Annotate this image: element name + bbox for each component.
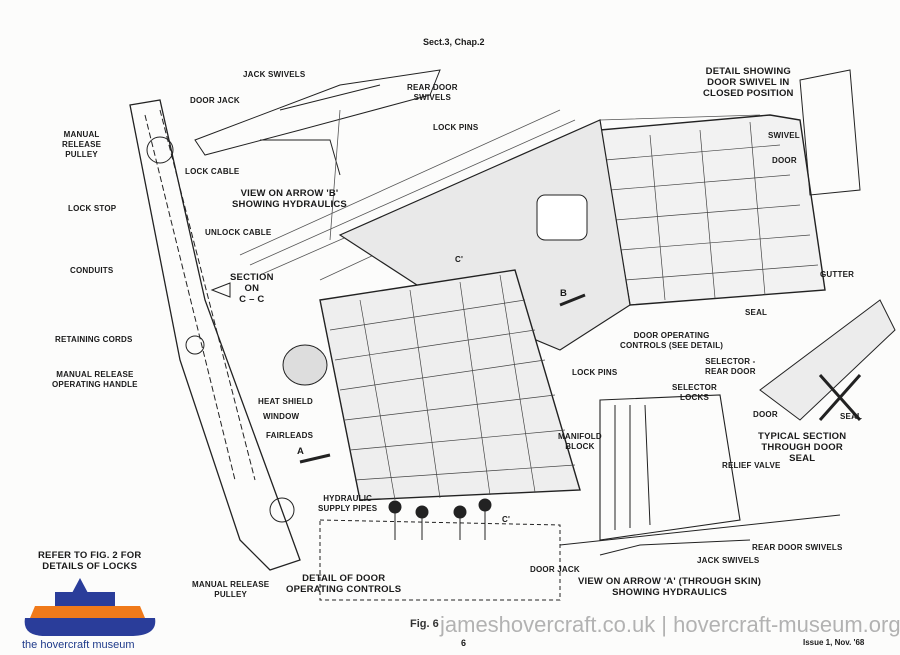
- label-selector-rear-door: SELECTOR - REAR DOOR: [705, 357, 756, 376]
- arrow-b-icon: [559, 293, 586, 307]
- label-view-arrow-a: VIEW ON ARROW 'A' (THROUGH SKIN) SHOWING…: [578, 576, 762, 598]
- label-section-cc: SECTION ON C – C: [230, 272, 274, 305]
- label-jack-swivels-bottom: JACK SWIVELS: [697, 556, 760, 565]
- label-rear-door-swivels-bottom: REAR DOOR SWIVELS: [752, 543, 843, 552]
- issue-date: Issue 1, Nov. '68: [803, 638, 865, 647]
- label-relief-valve: RELIEF VALVE: [722, 461, 781, 470]
- label-lock-pins: LOCK PINS: [433, 123, 479, 132]
- label-jack-swivels: JACK SWIVELS: [243, 70, 306, 79]
- label-c-prime-bottom: C': [502, 515, 511, 524]
- label-door-jack: DOOR JACK: [190, 96, 240, 105]
- swivel-detail: [799, 69, 861, 196]
- label-fairleads: FAIRLEADS: [266, 431, 314, 440]
- label-refer-fig2: REFER TO FIG. 2 FOR DETAILS OF LOCKS: [38, 550, 142, 572]
- label-c-prime-top: C': [455, 255, 464, 264]
- label-manual-release-handle: MANUAL RELEASE OPERATING HANDLE: [52, 370, 138, 389]
- label-typical-section: TYPICAL SECTION THROUGH DOOR SEAL: [758, 431, 847, 464]
- label-lock-pins-mid: LOCK PINS: [572, 368, 618, 377]
- label-swivel: SWIVEL: [768, 131, 800, 140]
- label-window: WINDOW: [263, 412, 300, 421]
- label-door-detail: DOOR: [772, 156, 797, 165]
- label-lock-cable: LOCK CABLE: [185, 167, 240, 176]
- label-retaining-cords: RETAINING CORDS: [55, 335, 133, 344]
- section-arrow-icon: [210, 282, 231, 298]
- hovercraft-museum-logo: [24, 578, 156, 636]
- heat-shield-drum: [282, 344, 328, 386]
- pulley: [146, 136, 174, 164]
- label-gutter: GUTTER: [820, 270, 855, 279]
- watermark: jameshovercraft.co.uk | hovercraft-museu…: [440, 612, 900, 637]
- label-arrow-b: B: [560, 288, 568, 299]
- fuselage-window: [536, 194, 588, 241]
- right-door-panel: [599, 114, 826, 306]
- label-heat-shield: HEAT SHIELD: [258, 397, 313, 406]
- label-door-jack-bottom: DOOR JACK: [530, 565, 580, 574]
- label-manual-release-pulley: MANUAL RELEASE PULLEY: [62, 130, 102, 159]
- label-manual-release-pulley-bottom: MANUAL RELEASE PULLEY: [192, 580, 270, 599]
- label-arrow-a: A: [297, 446, 305, 457]
- seal-section: [759, 299, 896, 421]
- label-seal: SEAL: [745, 308, 768, 317]
- label-detail-swivel: DETAIL SHOWING DOOR SWIVEL IN CLOSED POS…: [703, 66, 794, 99]
- page-number: 6: [461, 638, 467, 648]
- logo-text: the hovercraft museum: [22, 639, 135, 651]
- label-unlock-cable: UNLOCK CABLE: [205, 228, 272, 237]
- label-view-arrow-b: VIEW ON ARROW 'B' SHOWING HYDRAULICS: [232, 188, 347, 210]
- label-selector-locks: SELECTOR LOCKS: [672, 383, 718, 402]
- label-detail-controls: DETAIL OF DOOR OPERATING CONTROLS: [286, 573, 402, 595]
- label-door-section: DOOR: [753, 410, 778, 419]
- hydraulics-block: [599, 394, 741, 541]
- label-lock-stop: LOCK STOP: [68, 204, 117, 213]
- label-hydraulic-supply-pipes: HYDRAULIC SUPPLY PIPES: [318, 494, 378, 513]
- label-door-operating-controls: DOOR OPERATING CONTROLS (SEE DETAIL): [620, 331, 724, 350]
- control-levers: [388, 498, 492, 540]
- figure-caption: Fig. 6: [410, 618, 439, 630]
- label-rear-door-swivels: REAR DOOR SWIVELS: [407, 83, 458, 102]
- arrow-a-icon: [299, 453, 331, 464]
- label-seal-section: SEAL: [840, 412, 863, 421]
- label-manifold-block: MANIFOLD BLOCK: [558, 432, 602, 451]
- label-conduits: CONDUITS: [70, 266, 114, 275]
- section-header: Sect.3, Chap.2: [423, 37, 485, 47]
